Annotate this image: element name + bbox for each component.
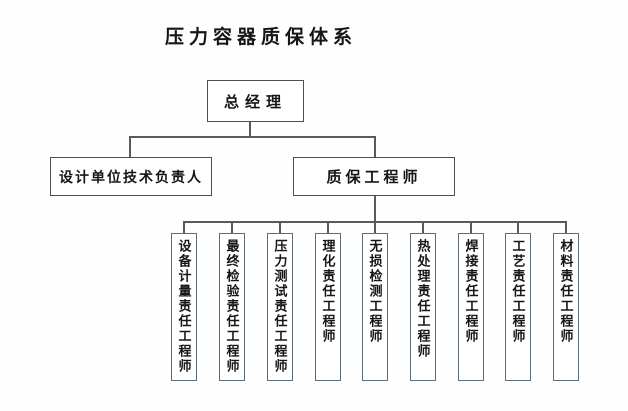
connector-stub-4	[327, 221, 329, 234]
node-label: 最终检验责任工程师	[224, 239, 240, 374]
connector-stub-2	[231, 221, 233, 234]
node-label: 焊接责任工程师	[463, 239, 479, 344]
node-label: 材料责任工程师	[558, 239, 574, 344]
chart-title: 压力容器质保体系	[164, 27, 357, 48]
node-label: 质保工程师	[326, 170, 422, 186]
node-welding-engineer: 焊接责任工程师	[458, 233, 484, 381]
connector-design-leader-drop	[129, 136, 131, 158]
node-ndt-engineer: 无损检测工程师	[362, 233, 388, 381]
connector-stub-9	[565, 221, 567, 234]
node-design-unit-tech-leader: 设计单位技术负责人	[50, 157, 212, 196]
connector-level2-horizontal	[129, 136, 376, 138]
connector-root-drop	[249, 121, 251, 138]
node-label: 热处理责任工程师	[415, 239, 431, 359]
node-label: 理化责任工程师	[320, 239, 336, 344]
connector-stub-6	[422, 221, 424, 234]
node-equipment-metering-engineer: 设备计量责任工程师	[171, 233, 197, 381]
connector-stub-8	[517, 221, 519, 234]
node-general-manager: 总经理	[207, 80, 304, 122]
node-heat-treatment-engineer: 热处理责任工程师	[410, 233, 436, 381]
node-final-inspection-engineer: 最终检验责任工程师	[219, 233, 245, 381]
connector-qa-to-level3	[374, 195, 376, 222]
connector-stub-7	[470, 221, 472, 234]
node-process-engineer: 工艺责任工程师	[505, 233, 531, 381]
connector-stub-1	[183, 221, 185, 234]
node-pressure-test-engineer: 压力测试责任工程师	[267, 233, 293, 381]
node-label: 设计单位技术负责人	[59, 170, 203, 186]
node-material-engineer: 材料责任工程师	[553, 233, 579, 381]
connector-qa-engineer-drop	[374, 136, 376, 158]
connector-stub-3	[279, 221, 281, 234]
node-label: 无损检测工程师	[367, 239, 383, 344]
node-label: 压力测试责任工程师	[272, 239, 288, 374]
node-physiochemical-engineer: 理化责任工程师	[315, 233, 341, 381]
node-label: 工艺责任工程师	[510, 239, 526, 344]
node-qa-engineer: 质保工程师	[293, 157, 455, 196]
node-label: 设备计量责任工程师	[176, 239, 192, 374]
node-label: 总经理	[223, 94, 287, 111]
connector-stub-5	[374, 221, 376, 234]
